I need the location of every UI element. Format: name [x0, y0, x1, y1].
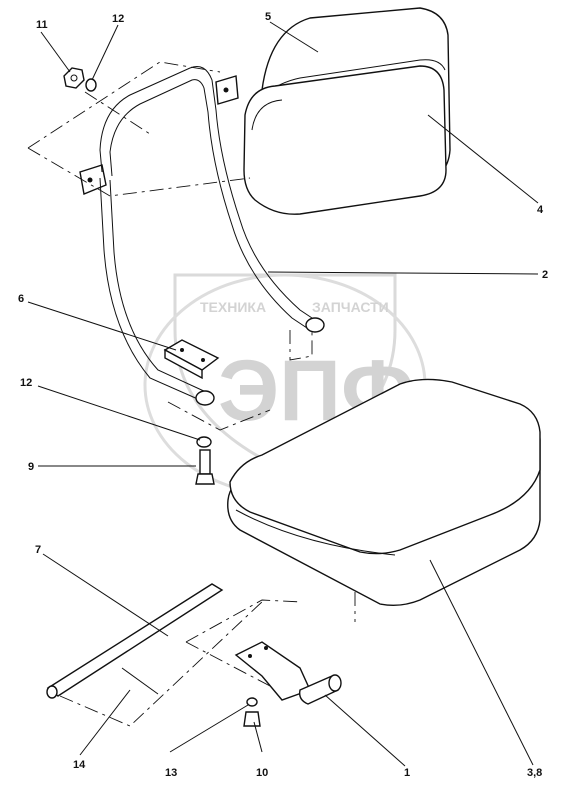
callout-10: 10 — [256, 767, 268, 779]
callout-5: 5 — [265, 11, 271, 23]
back-cushion — [243, 7, 451, 215]
clamp-plate — [163, 339, 220, 380]
callout-labels: 11 12 5 4 2 6 12 9 7 14 13 10 1 3,8 — [18, 11, 548, 779]
callout-11: 11 — [36, 19, 48, 31]
callout-3-8: 3,8 — [527, 767, 542, 779]
rod — [46, 583, 224, 699]
callout-14: 14 — [73, 759, 86, 771]
watermark-text-left: ТЕХНИКА — [200, 299, 266, 315]
callout-6: 6 — [18, 293, 24, 305]
nut-11-washer-12 — [63, 67, 97, 92]
callout-2: 2 — [542, 269, 548, 281]
callout-13: 13 — [165, 767, 177, 779]
seat-hinge — [234, 641, 342, 705]
watermark-text-right: ЗАПЧАСТИ — [312, 299, 389, 315]
left-bracket — [79, 164, 107, 195]
callout-1: 1 — [404, 767, 410, 779]
callout-4: 4 — [537, 204, 544, 216]
callout-12-top: 12 — [112, 13, 124, 25]
seat-cushion — [227, 378, 541, 607]
leader-lines — [27, 21, 539, 767]
callout-12-mid: 12 — [20, 377, 32, 389]
back-frame-tube — [79, 66, 325, 406]
bolt-9 — [195, 436, 215, 485]
assembly-lines — [27, 61, 356, 727]
bolt-10 — [243, 697, 261, 727]
callout-9: 9 — [28, 461, 34, 473]
callout-7: 7 — [35, 544, 41, 556]
